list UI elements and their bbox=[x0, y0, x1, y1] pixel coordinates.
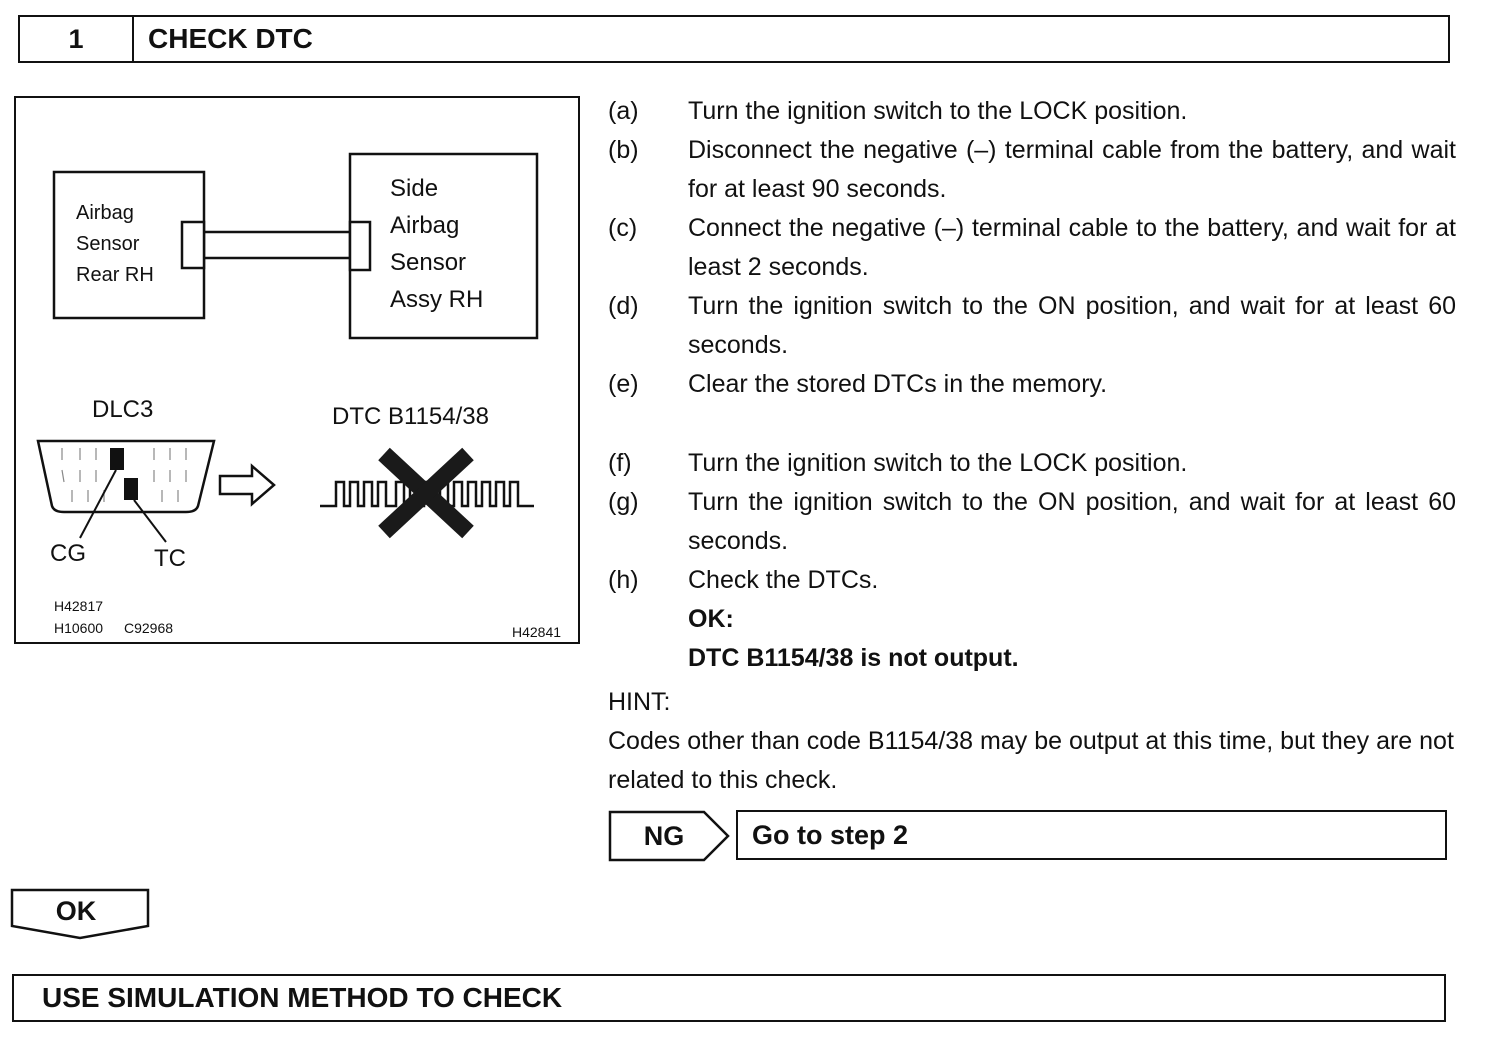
hint-section: HINT: Codes other than code B1154/38 may… bbox=[608, 683, 1456, 800]
cg-terminal-pin bbox=[110, 448, 124, 470]
step-label: (c) bbox=[608, 214, 638, 242]
step-text: Turn the ignition switch to the LOCK pos… bbox=[688, 449, 1188, 477]
tc-label: TC bbox=[154, 545, 186, 572]
figure-code-1: H42817 bbox=[54, 598, 104, 614]
step-item: (e) Clear the stored DTCs in the memory. bbox=[608, 365, 1456, 404]
ng-branch[interactable]: NG bbox=[608, 810, 732, 867]
airbag-sensor-rear-label: Airbag Sensor Rear RH bbox=[76, 202, 154, 286]
side-sensor-connector bbox=[348, 220, 372, 272]
next-step-box[interactable]: USE SIMULATION METHOD TO CHECK bbox=[12, 974, 1446, 1022]
ok-criteria-row: DTC B1154/38 is not output. bbox=[608, 639, 1456, 678]
ok-branch[interactable]: OK bbox=[10, 888, 152, 945]
ok-criteria-text: DTC B1154/38 is not output. bbox=[688, 644, 1019, 672]
step-item: (a) Turn the ignition switch to the LOCK… bbox=[608, 92, 1456, 131]
dtc-code-label: DTC B1154/38 bbox=[332, 403, 489, 430]
hint-label: HINT: bbox=[608, 688, 671, 716]
step-title: CHECK DTC bbox=[148, 23, 313, 54]
step-text: Connect the negative (–) terminal cable … bbox=[688, 214, 1456, 281]
figure-code-4: H42841 bbox=[512, 624, 562, 640]
tc-terminal-pin bbox=[124, 478, 138, 500]
hint-text: Codes other than code B1154/38 may be ou… bbox=[608, 727, 1454, 794]
step-item: (g) Turn the ignition switch to the ON p… bbox=[608, 483, 1456, 561]
step-item: (h) Check the DTCs. bbox=[608, 561, 1456, 600]
step-label: (d) bbox=[608, 292, 639, 320]
step-label: (e) bbox=[608, 370, 639, 398]
step-item: (b) Disconnect the negative (–) terminal… bbox=[608, 131, 1456, 209]
step-label: (b) bbox=[608, 136, 639, 164]
cg-leader-line bbox=[79, 469, 117, 539]
step-text: Turn the ignition switch to the LOCK pos… bbox=[688, 97, 1188, 125]
dlc3-connector bbox=[36, 439, 216, 543]
tc-leader-line bbox=[133, 499, 167, 543]
arrow-icon bbox=[218, 463, 276, 507]
step-label: (g) bbox=[608, 488, 639, 516]
go-to-step-2-box[interactable]: Go to step 2 bbox=[736, 810, 1447, 860]
rear-sensor-connector bbox=[180, 220, 206, 270]
ok-arrow-shape: OK bbox=[10, 888, 150, 940]
step-item: (c) Connect the negative (–) terminal ca… bbox=[608, 209, 1456, 287]
step-label: (a) bbox=[608, 97, 639, 125]
step-item: (d) Turn the ignition switch to the ON p… bbox=[608, 287, 1456, 365]
cg-label: CG bbox=[50, 540, 86, 567]
ng-label: NG bbox=[644, 821, 685, 851]
side-airbag-sensor-label: Side Airbag Sensor Assy RH bbox=[390, 175, 484, 313]
step-header: 1 CHECK DTC bbox=[18, 15, 1450, 63]
cross-out-icon bbox=[378, 447, 474, 539]
step-text: Check the DTCs. bbox=[688, 566, 879, 594]
dlc3-label: DLC3 bbox=[92, 396, 154, 423]
ok-criteria-label-row: OK: bbox=[608, 600, 1456, 639]
procedure-steps: (a) Turn the ignition switch to the LOCK… bbox=[608, 92, 1456, 678]
step-text: Turn the ignition switch to the ON posit… bbox=[688, 488, 1456, 555]
step-label: (f) bbox=[608, 449, 632, 477]
step-text: Disconnect the negative (–) terminal cab… bbox=[688, 136, 1456, 203]
illustration-drawing bbox=[36, 152, 539, 543]
ok-criteria-label: OK: bbox=[688, 605, 734, 633]
step-item: (f) Turn the ignition switch to the LOCK… bbox=[608, 444, 1456, 483]
wiring-illustration: Airbag Sensor Rear RH Side Airbag Sensor… bbox=[14, 96, 580, 644]
step-text: Turn the ignition switch to the ON posit… bbox=[688, 292, 1456, 359]
figure-code-3: C92968 bbox=[124, 620, 174, 636]
step-text: Clear the stored DTCs in the memory. bbox=[688, 370, 1108, 398]
step-number: 1 bbox=[20, 17, 134, 61]
ok-label: OK bbox=[56, 896, 97, 926]
ng-arrow-shape: NG bbox=[608, 810, 730, 862]
step-label: (h) bbox=[608, 566, 639, 594]
figure-code-2: H10600 bbox=[54, 620, 104, 636]
